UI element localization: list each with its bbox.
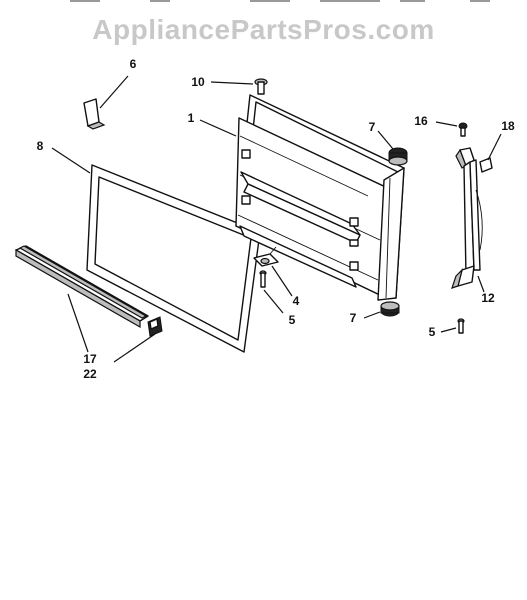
callout-7-bottom: 7 — [350, 311, 357, 325]
watermark: AppliancePartsPros.com — [92, 14, 435, 45]
part-1-door-liner — [199, 94, 405, 301]
callout-5-left: 5 — [289, 313, 296, 327]
part-4-hinge-bracket — [253, 246, 293, 297]
callout-22: 22 — [83, 367, 97, 381]
callout-6: 6 — [130, 57, 137, 71]
part-17-breaker-strip — [15, 245, 149, 329]
part-8-gasket — [51, 147, 261, 353]
callout-5-right: 5 — [429, 325, 436, 339]
callout-18: 18 — [501, 119, 515, 133]
part-10-screw — [210, 78, 268, 95]
callout-7-top: 7 — [369, 120, 376, 134]
callout-4: 4 — [293, 294, 300, 308]
callout-17: 17 — [83, 352, 97, 366]
part-16-screw — [435, 121, 468, 137]
part-6-bracket — [83, 75, 129, 130]
part-18-clip — [479, 133, 502, 173]
callout-8: 8 — [37, 139, 44, 153]
cropped-header-marks — [70, 0, 490, 2]
callout-12: 12 — [481, 291, 495, 305]
part-22-clip — [147, 316, 163, 337]
part-7-cap-top — [377, 130, 408, 166]
part-7-cap-bottom — [363, 301, 400, 319]
part-12-handle — [451, 147, 485, 293]
callout-16: 16 — [414, 114, 428, 128]
part-5-screw-left — [259, 270, 284, 314]
part-5-screw-right — [440, 318, 465, 334]
callout-1: 1 — [188, 111, 195, 125]
callout-10: 10 — [191, 75, 205, 89]
